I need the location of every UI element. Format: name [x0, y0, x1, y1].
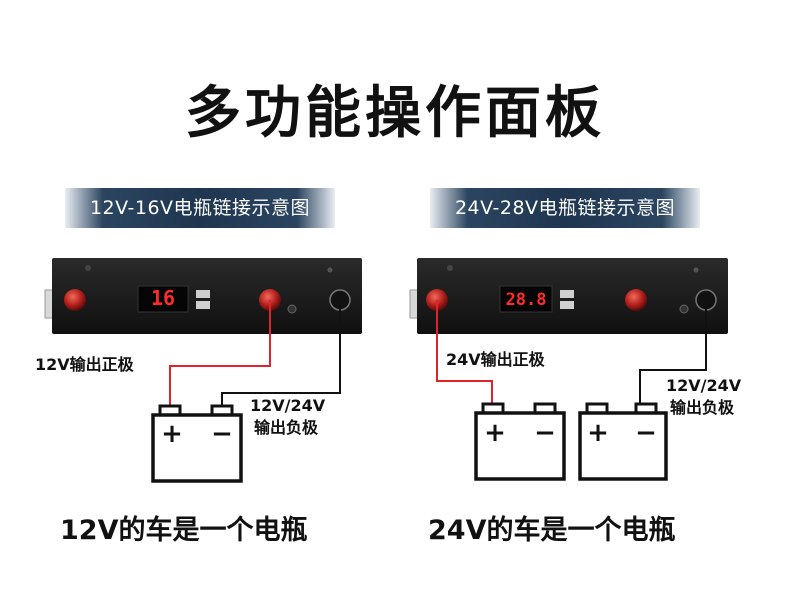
right-main-positive-knob [625, 289, 647, 311]
left-indicator-led [85, 265, 91, 271]
right-positive-wire [436, 300, 493, 404]
right-battery-1-plus: + [484, 418, 506, 448]
right-negative-output-label-line1: 12V/24V [666, 376, 742, 395]
right-negative-output-label-line2: 输出负极 [670, 398, 735, 417]
left-positive-terminal-knob [64, 289, 86, 311]
left-caption: 12V的车是一个电瓶 [60, 515, 308, 546]
left-negative-output-label-line2: 输出负极 [254, 418, 319, 437]
right-small-socket [679, 304, 689, 314]
right-battery-1-minus: − [534, 418, 556, 448]
right-battery-2-plus: + [587, 418, 609, 448]
left-positive-output-label: 12V输出正极 [35, 355, 134, 374]
left-negative-wire [221, 300, 341, 406]
left-negative-output-label-line1: 12V/24V [250, 396, 326, 415]
right-battery-1: + − [474, 402, 566, 481]
right-voltmeter-display [499, 285, 553, 313]
right-battery-2: + − [578, 402, 668, 481]
right-diagram-banner: 24V-28V电瓶链接示意图 [430, 188, 700, 228]
right-usb-port-1 [560, 290, 574, 298]
right-caption: 24V的车是一个电瓶 [428, 515, 676, 546]
left-battery: + − [151, 404, 243, 483]
right-negative-wire [639, 300, 707, 404]
left-voltmeter-display [137, 285, 189, 313]
right-battery-2-minus: − [635, 418, 657, 448]
left-usb-port-2 [196, 301, 210, 309]
left-battery-minus: − [211, 419, 233, 449]
right-indicator-led [447, 265, 453, 271]
left-small-socket [287, 304, 297, 314]
right-positive-output-label: 24V输出正极 [446, 350, 545, 369]
left-positive-wire [169, 300, 271, 406]
right-voltmeter-value: 28.8 [506, 290, 547, 310]
left-diagram-banner: 12V-16V电瓶链接示意图 [65, 188, 335, 228]
left-control-panel: 16 [44, 258, 362, 334]
page-title: 多功能操作面板 [185, 81, 605, 146]
right-control-panel: 28.8 [409, 258, 728, 334]
left-battery-plus: + [161, 419, 183, 449]
left-voltmeter-value: 16 [151, 286, 175, 310]
left-usb-port-1 [196, 290, 210, 298]
right-usb-port-2 [560, 301, 574, 309]
